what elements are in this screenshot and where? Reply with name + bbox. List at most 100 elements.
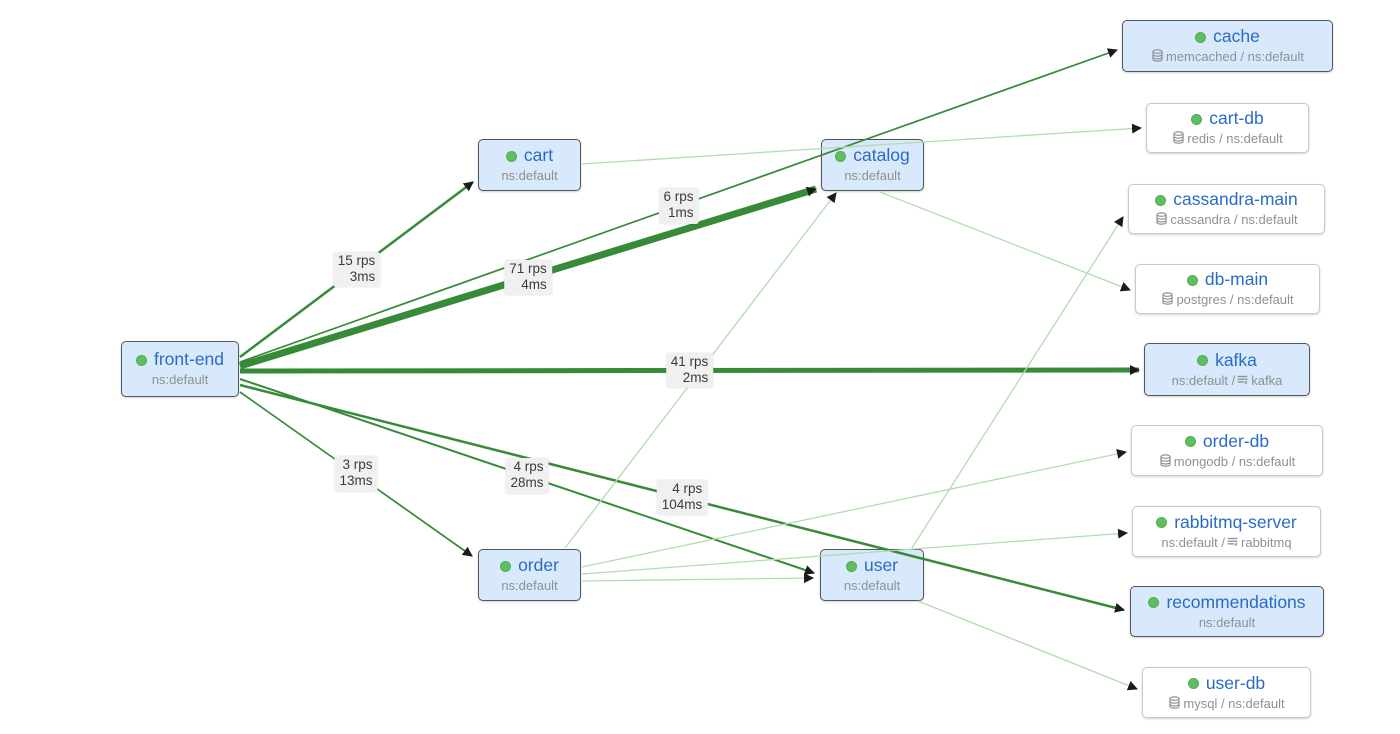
node-title: catalog [835, 145, 910, 167]
node-subtitle: ns:default [844, 578, 900, 594]
node-label: rabbitmq-server [1174, 511, 1297, 532]
node-title: order [500, 555, 559, 577]
node-title: recommendations [1148, 591, 1306, 614]
subtitle-text: ns:default [1198, 614, 1256, 630]
node-title: user [845, 555, 899, 577]
node-subtitle: mongodb / ns:default [1159, 454, 1295, 470]
node-rabbitmq-server[interactable]: rabbitmq-server ns:default / rabbitmq [1132, 506, 1321, 557]
subtitle-text: ns:default [843, 578, 901, 594]
subtitle-text: postgres / ns:default [1176, 292, 1294, 308]
namespace-text: ns:default / [1161, 534, 1226, 550]
node-label: recommendations [1166, 591, 1306, 612]
node-order-db[interactable]: order-db mongodb / ns:default [1131, 425, 1323, 476]
healthy-status-icon [1156, 517, 1168, 529]
edge-latency-text: 28ms [510, 475, 544, 491]
subtitle-text: mongodb / ns:default [1173, 453, 1296, 469]
node-subtitle: ns:default [1199, 615, 1255, 631]
broker-icon [1226, 535, 1240, 551]
node-subtitle: ns:default / kafka [1172, 373, 1283, 389]
node-front-end[interactable]: front-end ns:default [121, 341, 239, 397]
edge-latency-text: 13ms [339, 473, 373, 489]
subtitle-text: mysql / ns:default [1183, 695, 1285, 711]
node-db-main[interactable]: db-main postgres / ns:default [1135, 264, 1320, 314]
subtitle-text: kafka [1251, 372, 1283, 388]
broker-icon [1236, 373, 1250, 389]
node-label: front-end [153, 349, 225, 370]
healthy-status-icon [1184, 436, 1196, 448]
edge-catalog-to-db-main[interactable] [879, 191, 1131, 292]
node-subtitle: ns:default [501, 578, 557, 594]
node-label: catalog [853, 145, 910, 166]
edge-rps-text: 41 rps [670, 353, 709, 369]
node-label: user [863, 555, 899, 576]
database-icon [1161, 292, 1175, 308]
edge-cart-to-cart-db[interactable] [581, 123, 1142, 165]
healthy-status-icon [500, 560, 512, 572]
node-label: order [518, 555, 559, 576]
edge-rps-text: 6 rps [663, 189, 694, 205]
node-order[interactable]: order ns:default [478, 549, 581, 601]
node-recommendations[interactable]: recommendations ns:default [1130, 586, 1324, 637]
node-subtitle: ns:default [844, 168, 900, 184]
node-title: cassandra-main [1155, 189, 1298, 211]
database-icon [1151, 49, 1165, 65]
subtitle-text: cassandra / ns:default [1170, 212, 1298, 228]
edge-latency-text: 1ms [667, 205, 694, 221]
healthy-status-icon [1187, 678, 1199, 690]
database-icon [1172, 131, 1186, 147]
subtitle-text: redis / ns:default [1187, 131, 1283, 147]
edge-rps-text: 4 rps [672, 480, 703, 496]
edge-user-to-cassandra-main[interactable] [911, 216, 1124, 549]
node-subtitle: redis / ns:default [1172, 131, 1283, 147]
node-title: rabbitmq-server [1156, 512, 1297, 534]
node-title: cart-db [1191, 108, 1264, 130]
edge-latency-text: 4ms [521, 277, 547, 292]
subtitle-text: ns:default [501, 168, 558, 184]
edge-order-to-rabbitmq-server[interactable] [581, 528, 1128, 575]
healthy-status-icon [135, 354, 147, 366]
healthy-status-icon [1155, 194, 1167, 206]
node-catalog[interactable]: catalog ns:default [821, 139, 924, 191]
node-title: cart [505, 145, 553, 167]
edge-order-to-order-db[interactable] [581, 448, 1127, 568]
edge-latency-text: 3ms [349, 269, 376, 284]
healthy-status-icon [845, 560, 857, 572]
node-user[interactable]: user ns:default [820, 549, 924, 601]
edge-user-to-user-db[interactable] [917, 600, 1138, 691]
subtitle-text: memcached / ns:default [1165, 49, 1305, 65]
healthy-status-icon [1195, 31, 1207, 43]
node-title: user-db [1187, 673, 1265, 695]
node-subtitle: ns:default [152, 372, 208, 388]
node-label: order-db [1202, 430, 1270, 451]
healthy-status-icon [1191, 113, 1203, 125]
database-icon [1159, 454, 1173, 470]
edge-order-to-user[interactable] [581, 573, 814, 584]
healthy-status-icon [1148, 597, 1160, 609]
subtitle-text: rabbitmq [1241, 534, 1292, 550]
edge-latency-text: 2ms [682, 370, 709, 385]
node-label: db-main [1204, 269, 1269, 290]
subtitle-text: ns:default [151, 372, 209, 388]
edge-rps-text: 3 rps [342, 457, 373, 473]
edge-rps-text: 4 rps [513, 459, 544, 475]
subtitle-text: ns:default [501, 578, 558, 594]
node-title: front-end [135, 349, 225, 371]
namespace-text: ns:default / [1171, 372, 1236, 388]
edge-rps-text: 15 rps [337, 252, 376, 268]
node-subtitle: cassandra / ns:default [1155, 212, 1298, 228]
node-subtitle: mysql / ns:default [1168, 695, 1285, 712]
